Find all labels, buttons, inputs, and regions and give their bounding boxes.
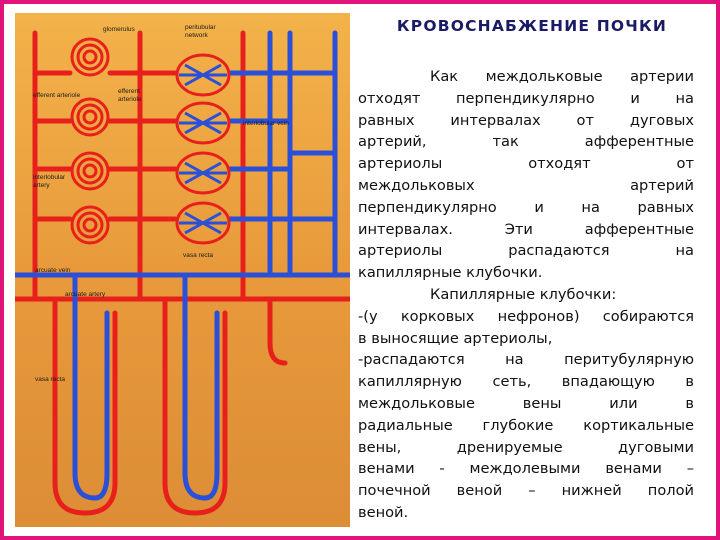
text-line: равных интервалах от дуговых: [358, 111, 694, 129]
text-line: в выносящие артериолы,: [358, 329, 553, 347]
glomerulus: [70, 37, 110, 77]
text-line: отходят перпендикулярно и на: [358, 89, 694, 107]
label-artery: artery: [33, 182, 50, 189]
label-vasa-recta: vasa recta: [183, 252, 213, 259]
text-line: Как междольковые артерии: [430, 68, 694, 85]
text-line: радиальные глубокие кортикальные: [358, 416, 694, 434]
peritubular-networks: [175, 53, 231, 245]
text-line: интервалах. Эти афферентные: [358, 220, 694, 238]
label-glomerulus: glomerulus: [103, 26, 136, 33]
label-efferent: efferent: [118, 88, 140, 95]
label-peritubular: peritubular: [185, 24, 217, 31]
text-line: междольковых артерий: [358, 176, 694, 194]
text-line: -распадаются на перитубулярную: [358, 351, 694, 369]
body-paragraph: Как междольковые артерии отходят перпенд…: [358, 66, 694, 524]
text-line: венами - междолевыми венами –: [358, 460, 694, 478]
peritubular-network: [175, 201, 231, 245]
glomerulus: [70, 97, 110, 137]
glomeruli: [70, 37, 110, 245]
text-line: артерий, так афферентные: [358, 133, 694, 151]
text-line: Капиллярные клубочки:: [430, 285, 617, 303]
label-efferent-arteriole: efferent arteriole: [33, 92, 81, 99]
label-network: network: [185, 32, 209, 39]
label-interlobular: interlobular: [33, 174, 66, 181]
label-interlobular-vein: interlobular vein: [243, 120, 289, 127]
text-line: почечной веной – нижней полой: [358, 482, 694, 500]
text-line: -(у корковых нефронов) собираются: [358, 307, 694, 325]
text-line: капиллярные клубочки.: [358, 264, 543, 282]
label-arcuate-vein: arcuate vein: [35, 267, 71, 274]
diagram-labels: glomerulus peritubular network efferent …: [33, 24, 289, 383]
glomerulus: [70, 151, 110, 191]
text-line: артериолы отходят от: [358, 155, 694, 173]
text-line: капиллярную сеть, впадающую в: [358, 373, 694, 391]
peritubular-network: [175, 101, 231, 145]
kidney-blood-supply-diagram: glomerulus peritubular network efferent …: [15, 13, 350, 527]
text-line: перпендикулярно и на равных: [358, 198, 694, 216]
label-arteriole: arteriole: [118, 96, 142, 103]
label-vasa-recta-lower: vasa recta: [35, 376, 65, 383]
veins: [15, 30, 350, 501]
glomerulus: [70, 205, 110, 245]
text-line: вены, дренируемые дуговыми: [358, 438, 694, 456]
peritubular-network: [175, 53, 231, 97]
slide-title: КРОВОСНАБЖЕНИЕ ПОЧКИ: [396, 17, 668, 35]
label-arcuate-artery: arcuate artery: [65, 291, 106, 298]
text-line: междольковые вены или в: [358, 394, 694, 412]
peritubular-network: [175, 151, 231, 195]
text-line: артериолы распадаются на: [358, 242, 694, 260]
arteries: [15, 30, 350, 516]
text-line: веной.: [358, 503, 409, 521]
